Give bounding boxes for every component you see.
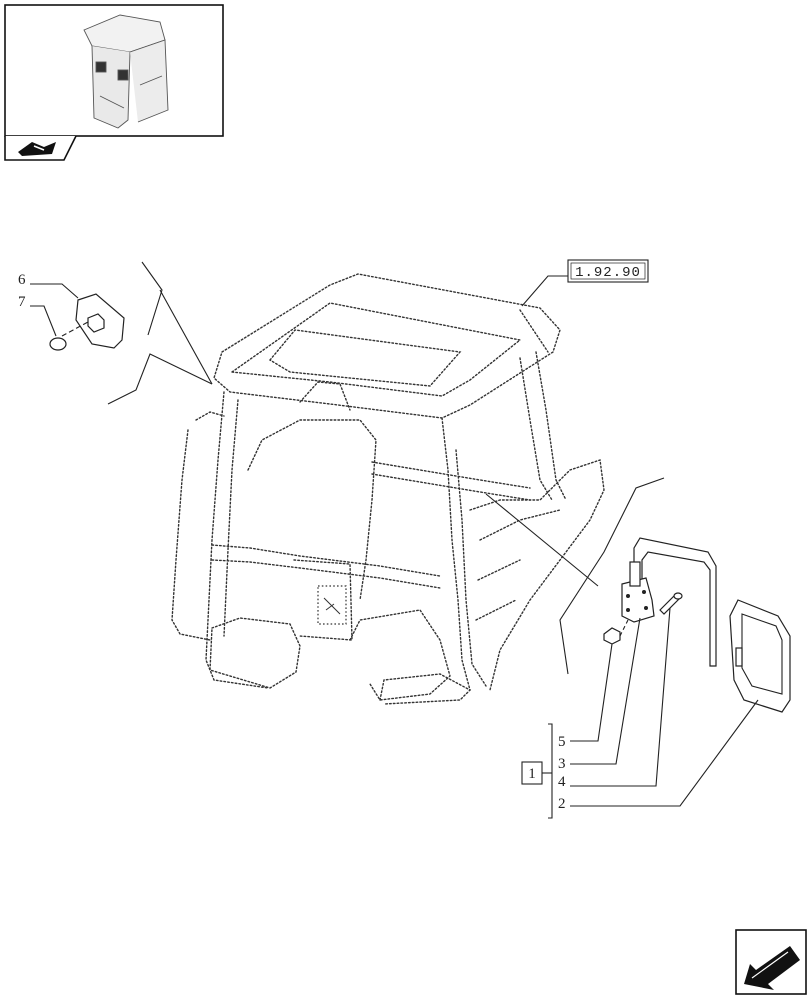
lamp-nut: [49, 337, 67, 351]
leader-lines: [107, 261, 665, 675]
callout-3: 3: [558, 756, 566, 772]
callout-2: 2: [558, 796, 566, 812]
back-arrow-icon[interactable]: [735, 929, 807, 995]
cab-thumbnail-icon: [83, 14, 169, 129]
lamp-stud: [87, 313, 105, 333]
thumbnail-panel: [4, 4, 224, 161]
reference-callout: 1.92.90: [521, 259, 649, 307]
book-arrow-icon: [18, 142, 56, 156]
mirror-bracket: [621, 577, 655, 623]
reference-label: 1.92.90: [575, 265, 641, 281]
mirror-assembly: 1 5 3 4 2: [521, 537, 791, 819]
mirror-nut: [603, 627, 621, 645]
work-lamp-assembly: 6 7: [18, 272, 125, 351]
callout-5: 5: [558, 734, 566, 750]
group-label: 1: [528, 766, 536, 782]
mirror-head: [729, 599, 791, 713]
callout-4: 4: [558, 774, 566, 790]
callout-7: 7: [18, 294, 26, 310]
callout-6: 6: [18, 272, 26, 288]
tractor-cab: [171, 273, 605, 705]
